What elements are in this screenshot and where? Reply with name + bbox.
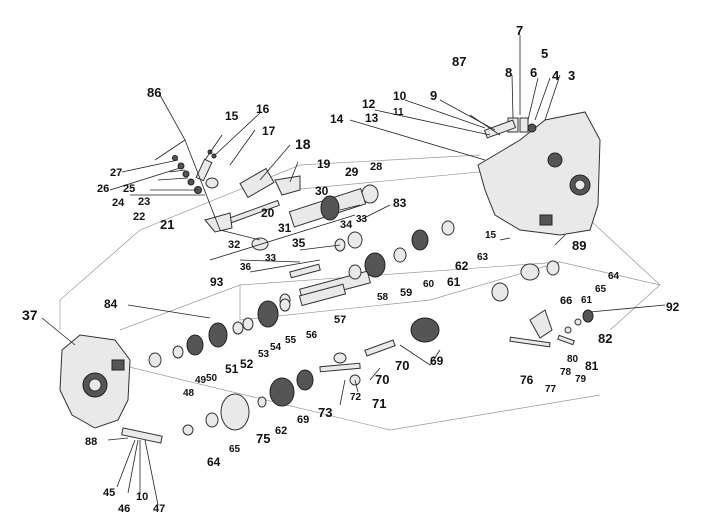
callout-86: 86 — [147, 85, 161, 100]
callout-60: 60 — [423, 279, 435, 290]
callout-66: 66 — [560, 295, 572, 307]
callout-26: 26 — [97, 183, 109, 195]
callout-71: 71 — [372, 396, 386, 411]
callout-50: 50 — [206, 373, 218, 384]
shift-lever-assembly — [509, 309, 594, 348]
callout-69-right: 69 — [430, 354, 444, 368]
callout-28: 28 — [370, 161, 382, 173]
callout-15-top: 15 — [225, 109, 239, 123]
callout-64-low: 64 — [207, 455, 221, 469]
right-housing-cover — [477, 111, 601, 236]
callout-labels: 3 4 5 6 7 8 87 9 10 12 11 13 14 86 15 16… — [22, 23, 680, 515]
callout-6: 6 — [530, 65, 537, 80]
callout-55: 55 — [285, 335, 297, 346]
callout-21: 21 — [160, 217, 174, 232]
callout-31: 31 — [278, 221, 292, 235]
callout-70-b: 70 — [395, 358, 409, 373]
callout-22: 22 — [133, 211, 145, 223]
callout-82: 82 — [598, 331, 612, 346]
callout-36: 36 — [240, 262, 252, 273]
callout-69-low: 69 — [297, 414, 309, 426]
callout-88: 88 — [85, 436, 97, 448]
callout-17: 17 — [262, 124, 276, 138]
callout-8: 8 — [505, 65, 512, 80]
differential-assembly — [182, 260, 560, 436]
callout-11: 11 — [393, 107, 404, 118]
callout-58: 58 — [377, 292, 389, 303]
callout-89: 89 — [572, 238, 586, 253]
callout-49: 49 — [195, 375, 207, 386]
callout-9: 9 — [430, 88, 437, 103]
callout-87: 87 — [452, 54, 466, 69]
leader-lines — [41, 35, 666, 506]
callout-15-right: 15 — [485, 230, 497, 241]
middle-shaft — [279, 220, 455, 307]
callout-24: 24 — [112, 197, 125, 209]
callout-75: 75 — [256, 431, 270, 446]
callout-79: 79 — [575, 374, 587, 385]
callout-13: 13 — [365, 111, 379, 125]
callout-45: 45 — [103, 487, 115, 499]
callout-62-top: 62 — [455, 259, 469, 273]
callout-10-low: 10 — [136, 491, 148, 503]
callout-81: 81 — [585, 359, 599, 373]
callout-14: 14 — [330, 112, 344, 126]
callout-78: 78 — [560, 367, 572, 378]
callout-52: 52 — [240, 357, 254, 371]
callout-48: 48 — [183, 388, 195, 399]
callout-29: 29 — [345, 165, 359, 179]
callout-72: 72 — [350, 392, 362, 403]
callout-47: 47 — [153, 503, 165, 515]
callout-30: 30 — [315, 184, 329, 198]
callout-12: 12 — [362, 97, 376, 111]
callout-92: 92 — [666, 300, 680, 314]
callout-10-top: 10 — [393, 89, 407, 103]
callout-34: 34 — [340, 219, 353, 231]
upper-shaft — [251, 184, 379, 252]
callout-18: 18 — [295, 136, 311, 152]
callout-33-top: 33 — [356, 214, 368, 225]
callout-56: 56 — [306, 330, 318, 341]
callout-53: 53 — [258, 349, 270, 360]
callout-33-mid: 33 — [265, 253, 277, 264]
left-housing — [59, 334, 163, 444]
callout-62-low: 62 — [275, 425, 287, 437]
callout-20: 20 — [261, 206, 275, 220]
callout-80: 80 — [567, 354, 579, 365]
callout-84: 84 — [104, 297, 118, 311]
callout-32: 32 — [228, 239, 240, 251]
callout-65-right: 65 — [595, 284, 607, 295]
callout-23: 23 — [138, 196, 150, 208]
callout-73: 73 — [318, 405, 332, 420]
callout-61-right: 61 — [581, 295, 593, 306]
callout-59: 59 — [400, 287, 412, 299]
lower-shaft — [148, 283, 347, 368]
callout-63: 63 — [477, 252, 489, 263]
callout-46: 46 — [118, 503, 130, 515]
callout-76: 76 — [520, 373, 534, 387]
callout-61-mid: 61 — [447, 275, 461, 289]
callout-93: 93 — [210, 275, 224, 289]
callout-27: 27 — [110, 167, 122, 179]
callout-35: 35 — [292, 236, 306, 250]
callout-5: 5 — [541, 46, 548, 61]
callout-16: 16 — [256, 102, 270, 116]
callout-65-low: 65 — [229, 444, 241, 455]
callout-4: 4 — [552, 68, 560, 83]
callout-7: 7 — [516, 23, 523, 38]
callout-37: 37 — [22, 307, 38, 323]
callout-25: 25 — [123, 183, 135, 195]
callout-3: 3 — [568, 68, 575, 83]
callout-54: 54 — [270, 342, 282, 353]
callout-19: 19 — [317, 157, 331, 171]
callout-57: 57 — [334, 314, 346, 326]
callout-77: 77 — [545, 384, 557, 395]
callout-51: 51 — [225, 362, 239, 376]
shift-fork-assembly — [172, 149, 301, 233]
callout-70-a: 70 — [375, 372, 389, 387]
callout-64-right: 64 — [608, 271, 620, 282]
callout-83: 83 — [393, 196, 407, 210]
